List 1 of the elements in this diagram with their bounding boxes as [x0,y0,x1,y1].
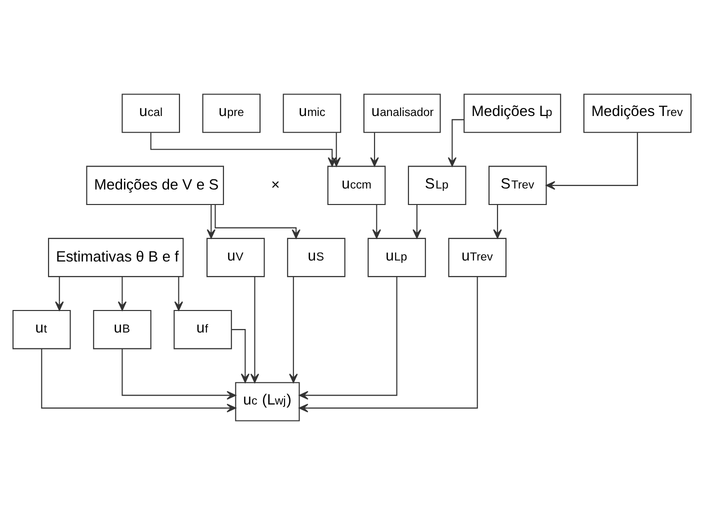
label: × [271,177,280,194]
